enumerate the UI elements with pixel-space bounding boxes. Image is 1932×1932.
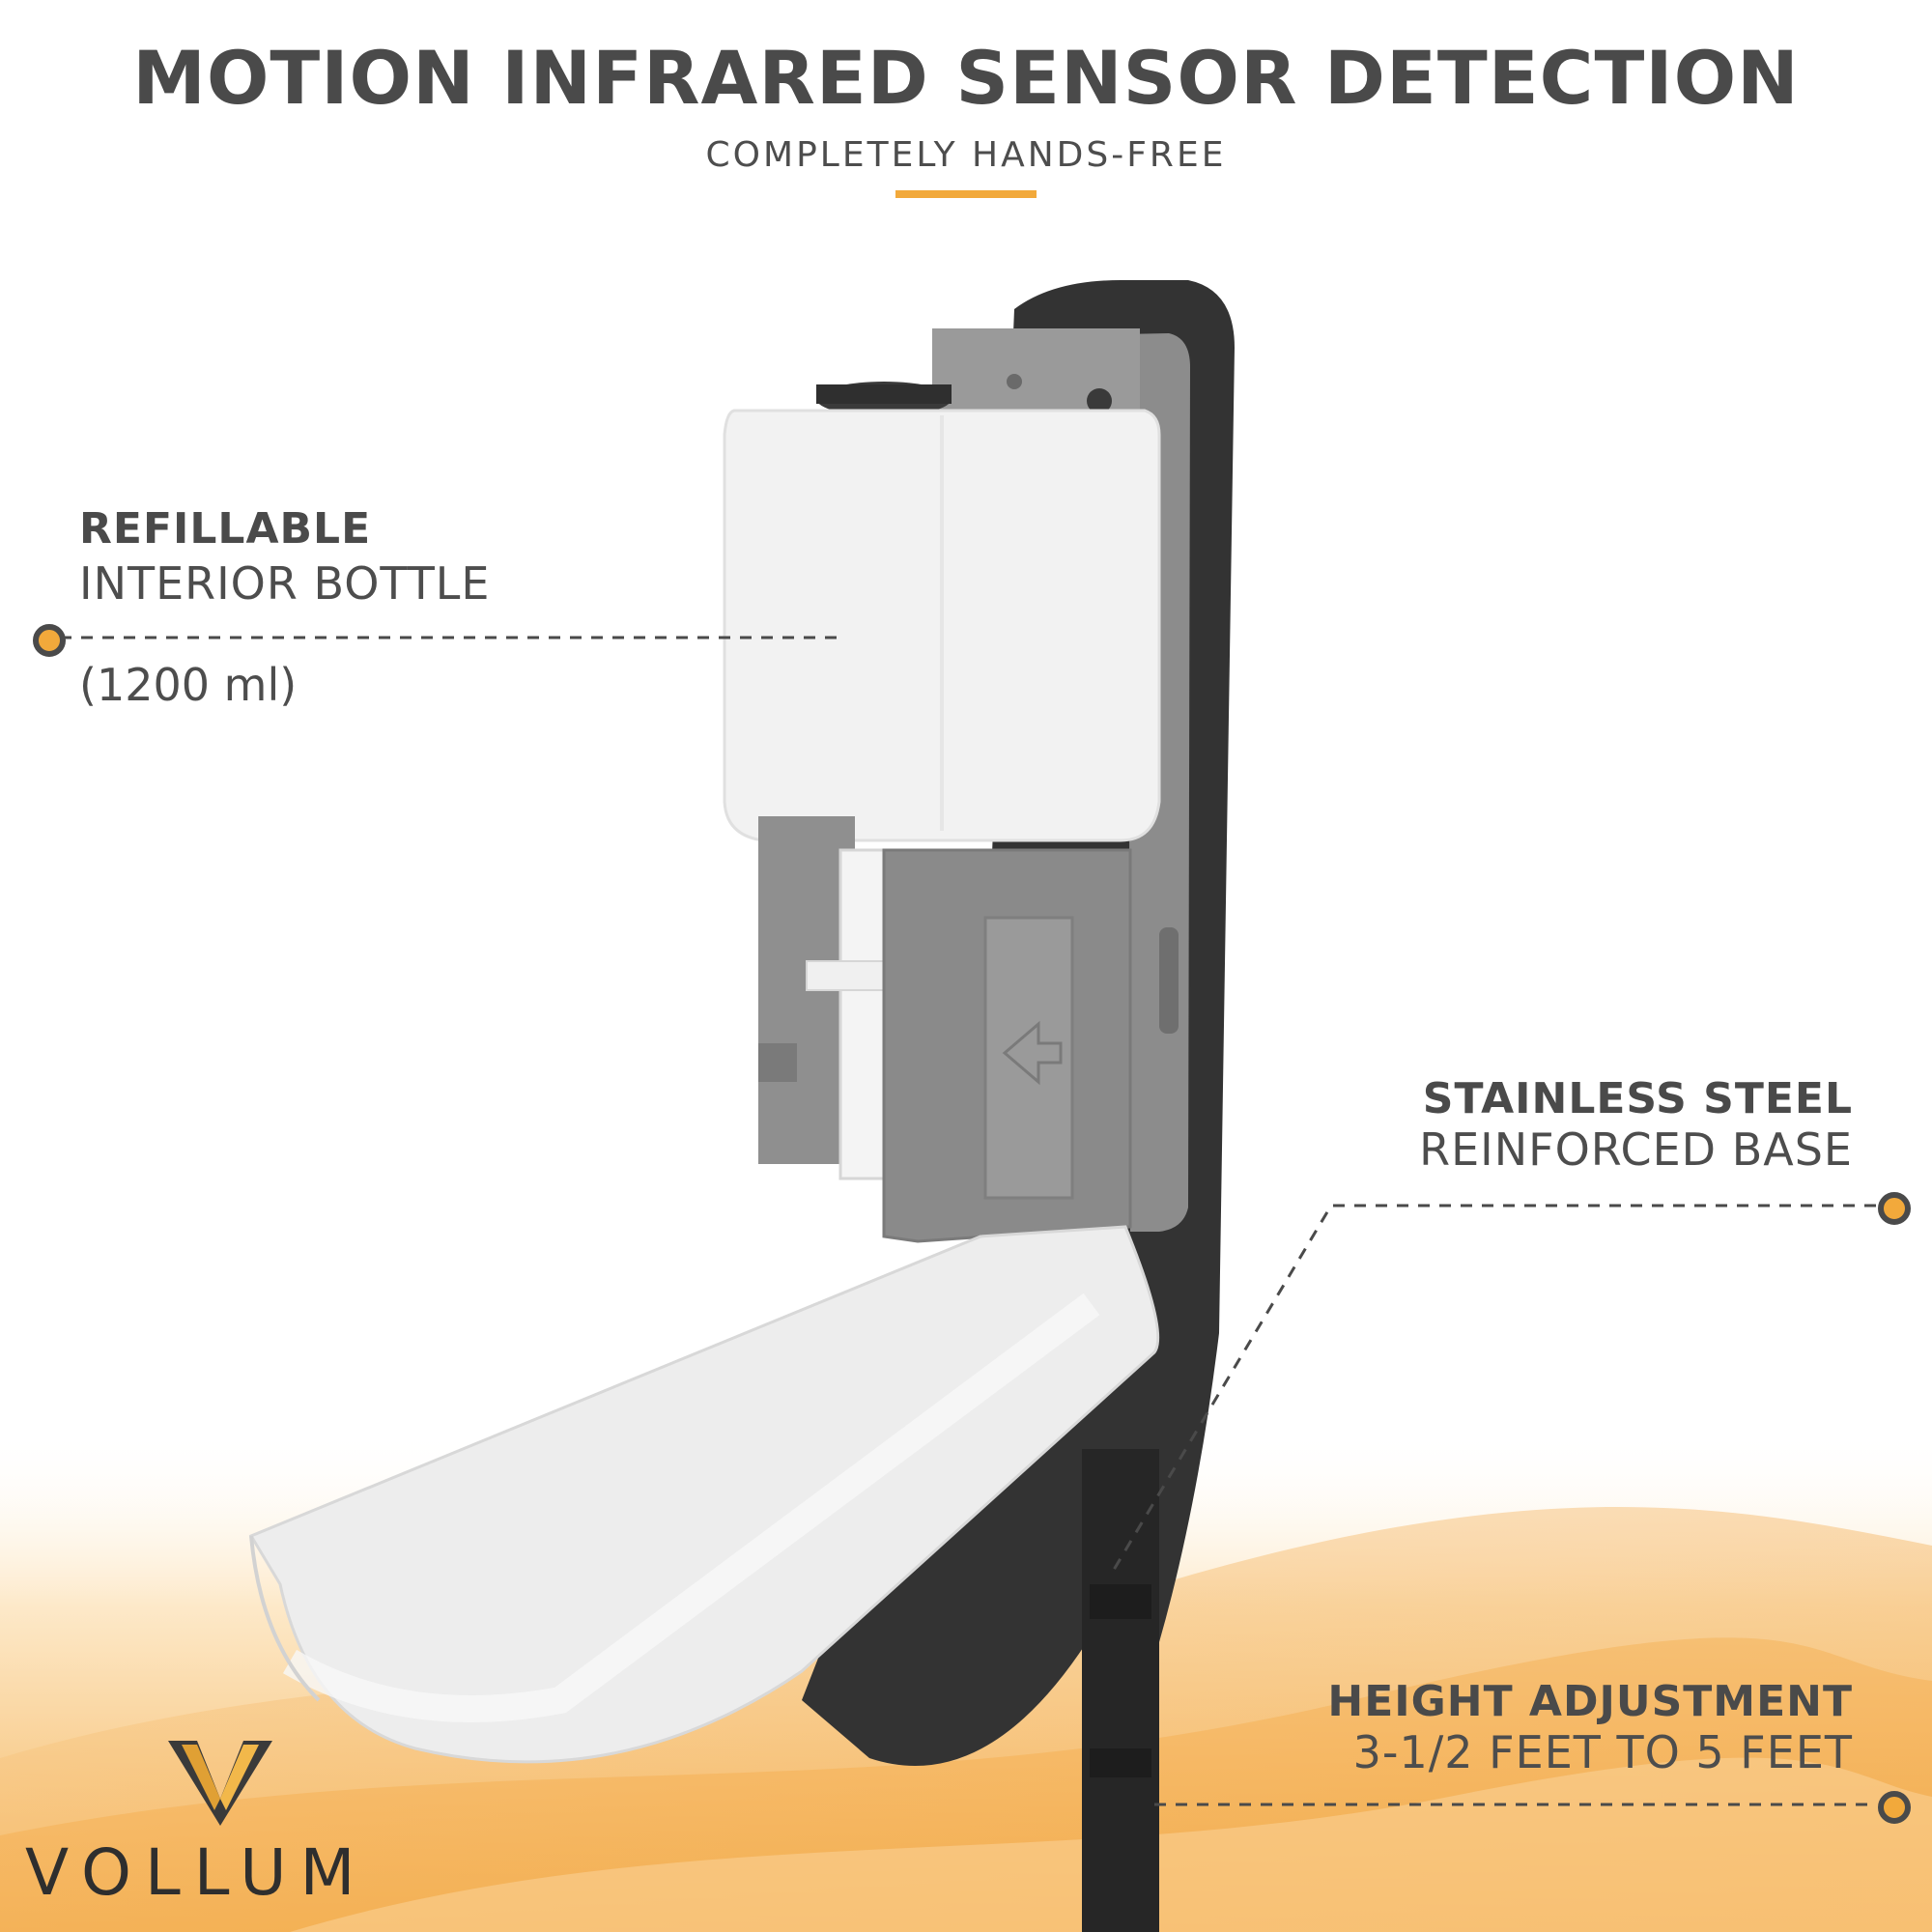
callout-base-dot: [1878, 1192, 1911, 1225]
page-subtitle: COMPLETELY HANDS-FREE: [705, 135, 1227, 175]
brand-logo-mark-icon: [168, 1741, 272, 1826]
title-accent-bar: [895, 190, 1037, 198]
callout-height: HEIGHT ADJUSTMENT 3-1/2 FEET TO 5 FEET: [1327, 1677, 1853, 1778]
callout-bottle-heading: REFILLABLE: [79, 504, 372, 554]
brand-wordmark: VOLLUM: [25, 1835, 369, 1910]
brand-logo: VOLLUM: [25, 1739, 402, 1913]
callout-bottle-capacity: (1200 ml): [79, 659, 298, 711]
callout-bottle-dot: [33, 624, 66, 657]
callout-base: STAINLESS STEEL REINFORCED BASE: [1419, 1074, 1853, 1176]
callout-height-dot: [1878, 1791, 1911, 1824]
callout-bottle: REFILLABLE INTERIOR BOTTLE: [79, 504, 491, 610]
callout-bottle-text: INTERIOR BOTTLE: [79, 557, 491, 610]
callout-height-text: 3-1/2 FEET TO 5 FEET: [1352, 1726, 1853, 1778]
callout-base-heading: STAINLESS STEEL: [1422, 1074, 1853, 1123]
callout-base-text: REINFORCED BASE: [1419, 1123, 1853, 1176]
page-title: MOTION INFRARED SENSOR DETECTION: [132, 35, 1800, 121]
callout-height-heading: HEIGHT ADJUSTMENT: [1327, 1677, 1853, 1726]
stand-pole: [1082, 1449, 1159, 1932]
